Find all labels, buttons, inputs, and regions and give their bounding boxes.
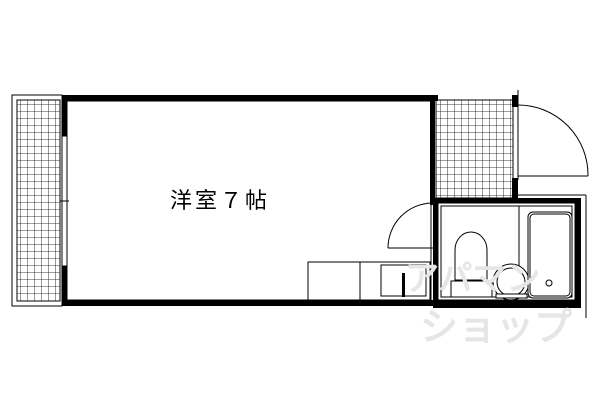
drain-icon [545, 279, 553, 287]
bathtub [527, 211, 573, 299]
room-door [387, 202, 434, 249]
watermark-logo: アパマン ショップ [405, 259, 572, 349]
room-label: 洋室７帖 [170, 189, 271, 214]
svg-text:ショップ: ショップ [420, 305, 572, 349]
washbasin [492, 263, 530, 301]
balcony [11, 94, 63, 307]
entrance [435, 90, 589, 199]
western-room [60, 95, 438, 306]
entrance-door-swing [517, 104, 589, 177]
unit-bath [433, 195, 587, 318]
toilet [450, 231, 493, 298]
svg-text:アパマン: アパマン [405, 259, 540, 299]
kitchen-counter [307, 261, 431, 301]
